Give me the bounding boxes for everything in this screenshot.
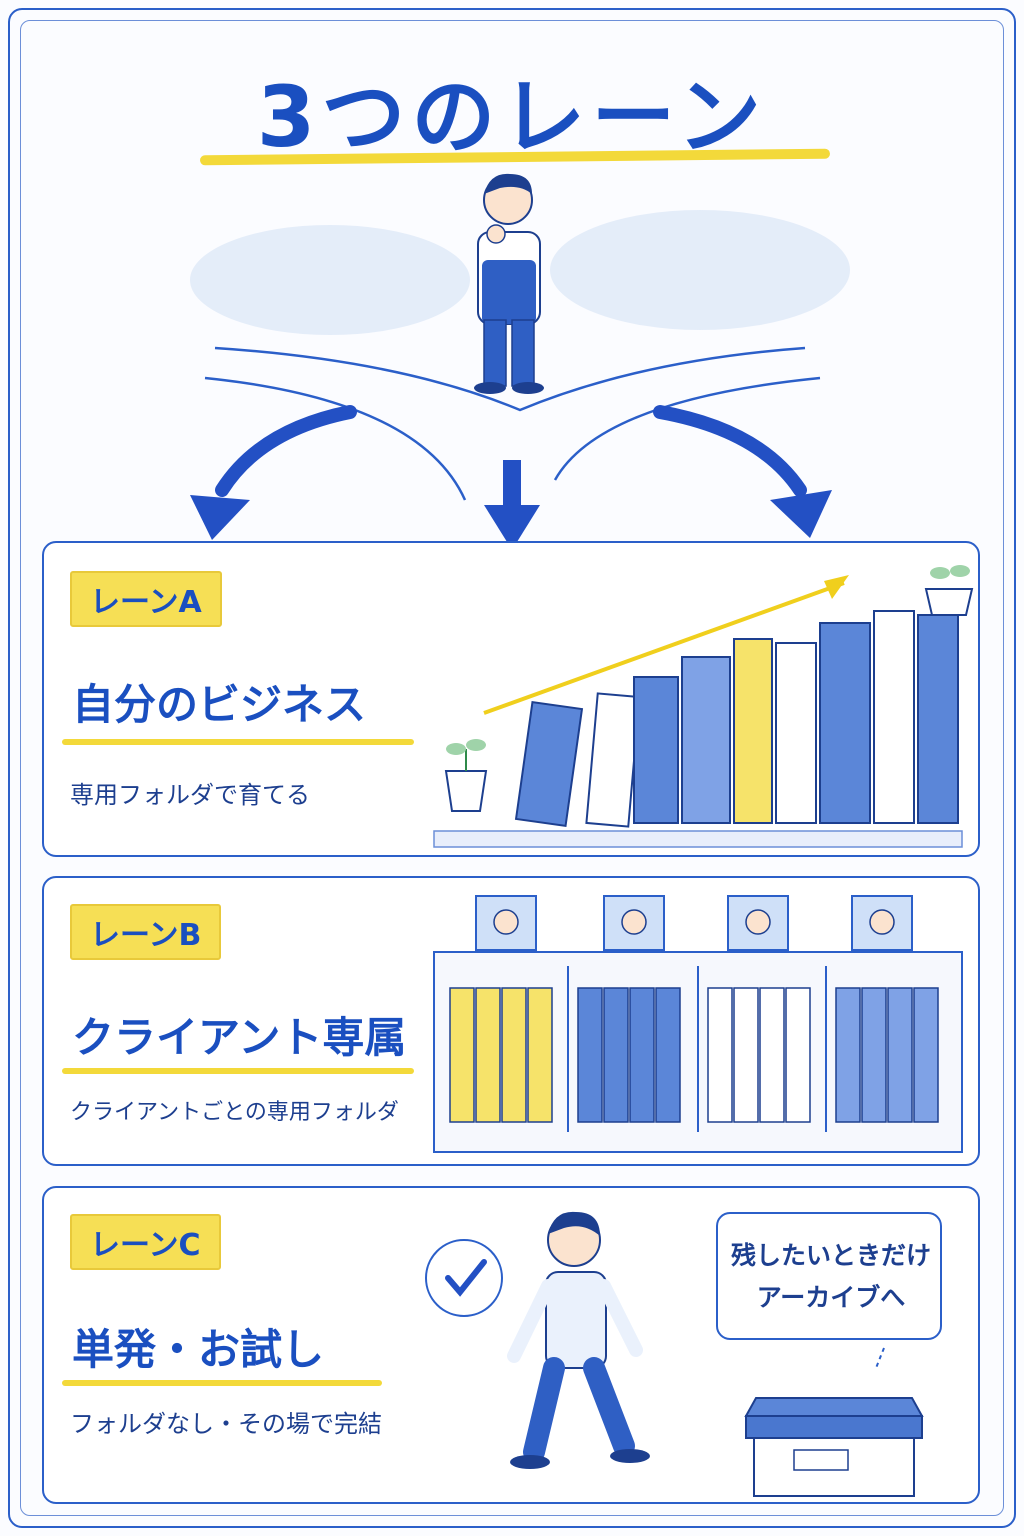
- archive-box-icon: [744, 1397, 924, 1497]
- binder-icon: [514, 610, 959, 828]
- lane-b-panel: レーンB クライアント専属 クライアントごとの専用フォルダ: [42, 876, 980, 1166]
- growing-binders-illustration: [433, 565, 974, 848]
- archive-box-illustration: [744, 1347, 924, 1497]
- lane-a-tag: レーンA: [70, 571, 222, 627]
- page-frame: [8, 8, 1016, 1528]
- archive-callout: 残したいときだけ アーカイブへ: [716, 1212, 942, 1340]
- callout-line-1: 残したいときだけ: [730, 1241, 931, 1270]
- right-arrow-icon: [653, 405, 832, 538]
- page-inner-frame: [20, 20, 1004, 1516]
- lane-a-description: 専用フォルダで育てる: [70, 781, 310, 809]
- callout-line-2: アーカイブへ: [756, 1283, 906, 1312]
- lane-c-panel: レーンC 単発・お試し フォルダなし・その場で完結 残したいときだけ アーカイブ…: [42, 1186, 980, 1504]
- lane-a-underline: [62, 739, 414, 745]
- bookshelf-icon: [433, 951, 963, 1153]
- lane-b-description: クライアントごとの専用フォルダ: [70, 1100, 399, 1125]
- left-arrow-icon: [190, 405, 357, 540]
- lane-c-description: フォルダなし・その場で完結: [70, 1410, 382, 1438]
- lane-b-tag: レーンB: [70, 904, 222, 960]
- crossroads-illustration: [190, 173, 850, 550]
- walking-person-illustration: [425, 1211, 650, 1469]
- lane-b-title: クライアント専属: [72, 1013, 407, 1062]
- lane-c-tag: レーンC: [70, 1214, 221, 1270]
- down-arrow-icon: [484, 460, 540, 550]
- growth-arrow-icon: [483, 575, 849, 715]
- client-avatar-icon: [475, 895, 913, 951]
- thinking-person-icon: [474, 173, 544, 394]
- client-bookshelf-illustration: [433, 895, 963, 1153]
- plant-icon: [444, 739, 488, 812]
- lane-b-underline: [62, 1068, 414, 1074]
- lane-c-underline: [62, 1380, 382, 1386]
- lane-c-title: 単発・お試し: [72, 1325, 325, 1374]
- walking-person-icon: [507, 1211, 650, 1469]
- top-plant-icon: [924, 565, 974, 616]
- check-bubble-icon: [425, 1239, 503, 1317]
- lane-a-panel: レーンA 自分のビジネス 専用フォルダで育てる: [42, 541, 980, 857]
- lane-a-title: 自分のビジネス: [72, 680, 367, 729]
